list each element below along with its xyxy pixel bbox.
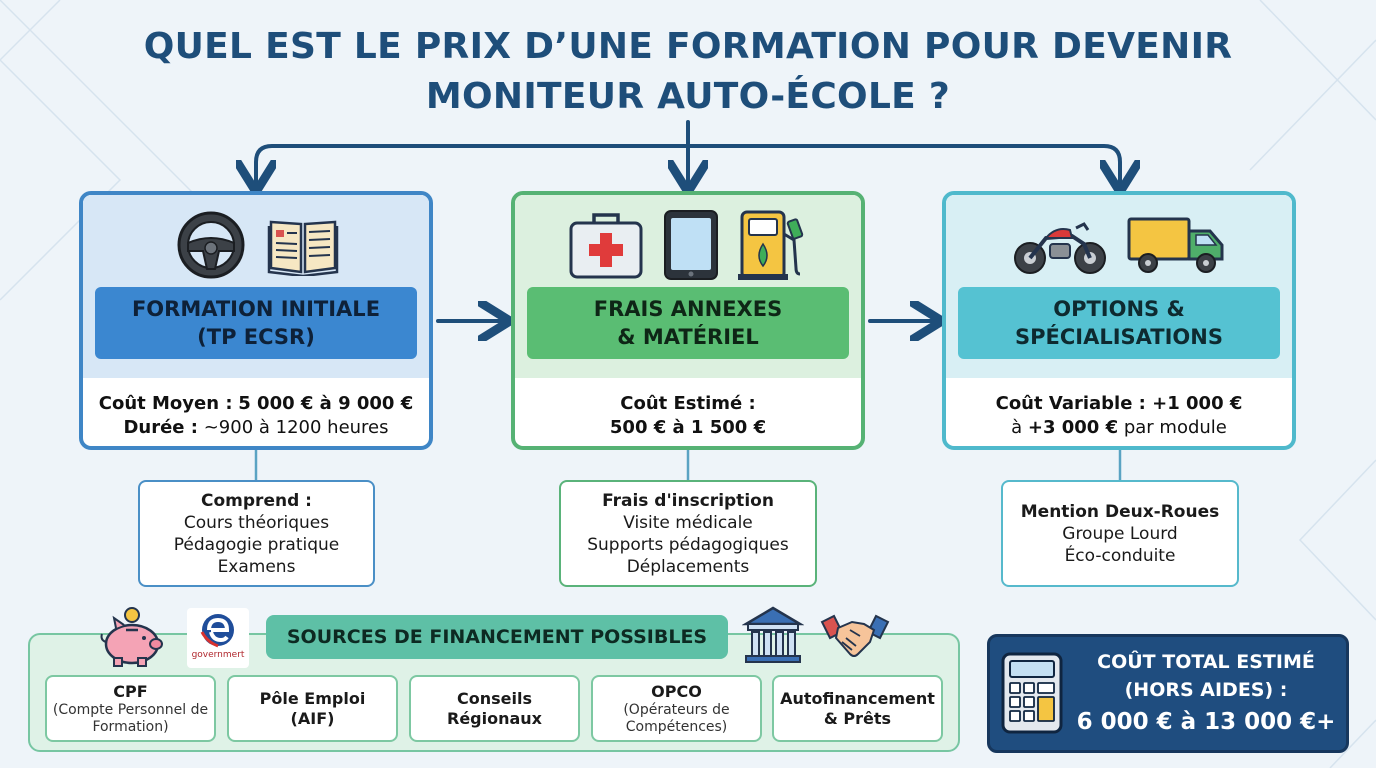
card-upper: OPTIONS & SPÉCIALISATIONS [946,195,1292,378]
detail-item: Supports pédagogiques [587,534,789,555]
card-header: FRAIS ANNEXES & MATÉRIEL [527,287,849,359]
duration-value: ~900 à 1200 heures [203,416,389,438]
card-icons [515,205,861,285]
detail-heading: Frais d'inscription [602,490,774,511]
funding-item-cpf: CPF (Compte Personnel de Formation) [45,675,216,742]
government-logo-mark [200,614,234,648]
truck-icon [1127,217,1224,273]
card-header-line-1: FRAIS ANNEXES [593,297,783,321]
detail-heading: Comprend : [201,490,312,511]
cost-line-1: Coût Variable : +1 000 € [995,392,1243,414]
detail-box-formation: Comprend : Cours théoriques Pédagogie pr… [138,480,375,587]
card-header: OPTIONS & SPÉCIALISATIONS [958,287,1280,359]
card-frais-annexes: FRAIS ANNEXES & MATÉRIEL Coût Estimé : 5… [511,191,865,450]
cost-value: 500 € à 1 500 € [609,416,767,438]
funding-item-conseils-regionaux: Conseils Régionaux [409,675,580,742]
card-upper: FORMATION INITIALE (TP ECSR) [83,195,429,378]
total-line-1: COÛT TOTAL ESTIMÉ [1097,651,1315,673]
card-formation-initiale: FORMATION INITIALE (TP ECSR) Coût Moyen … [79,191,433,450]
cost-line: Coût Moyen : 5 000 € à 9 000 € [99,392,414,416]
total-line-2: (HORS AIDES) : [1124,679,1288,701]
detail-item: Examens [217,556,296,577]
fuel-pump-icon [738,210,804,280]
card-icons [946,205,1292,285]
calculator-icon [1001,652,1063,734]
cost-label: Coût Moyen : [98,392,233,414]
government-logo [187,608,249,668]
duration-label: Durée : [123,416,198,438]
detail-box-frais: Frais d'inscription Visite médicale Supp… [559,480,817,587]
piggy-bank-icon [100,607,163,667]
detail-box-options: Mention Deux-Roues Groupe Lourd Éco-cond… [1001,480,1239,587]
detail-item: Visite médicale [623,512,753,533]
funding-item-opco: OPCO (Opérateurs de Compétences) [591,675,762,742]
title-line-1: QUEL EST LE PRIX D’UNE FORMATION POUR DE… [143,26,1233,67]
funding-item-autofinancement: Autofinancement & Prêts [772,675,943,742]
card-upper: FRAIS ANNEXES & MATÉRIEL [515,195,861,378]
first-aid-kit-icon [569,213,643,279]
steering-wheel-icon [177,211,245,279]
detail-item: Cours théoriques [183,512,330,533]
detail-item: Éco-conduite [1064,545,1176,566]
motorcycle-icon [1014,222,1106,274]
detail-item: Déplacements [626,556,750,577]
funding-item-label: OPCO [651,681,702,701]
funding-item-label: Conseils Régionaux [447,688,542,728]
detail-heading: Mention Deux-Roues [1020,501,1220,522]
arrow-top-right [686,144,1120,184]
funding-item-label: Pôle Emploi (AIF) [259,688,366,728]
cost-value: 5 000 € à 9 000 € [238,392,414,414]
card-header-line-2: (TP ECSR) [197,325,315,349]
tablet-icon [664,210,718,280]
funding-item-sub: (Opérateurs de Compétences) [623,701,730,735]
title-line-2: MONITEUR AUTO-ÉCOLE ? [425,76,951,117]
card-header-line-2: SPÉCIALISATIONS [1015,325,1223,349]
bank-building-icon [742,606,804,663]
detail-item: Groupe Lourd [1062,523,1178,544]
page-title: QUEL EST LE PRIX D’UNE FORMATION POUR DE… [60,22,1316,122]
funding-item-label: CPF [113,681,148,701]
duration-line: Durée : ~900 à 1200 heures [123,416,388,440]
card-icons [83,205,429,285]
cost-label: Coût Estimé : [620,392,756,414]
open-book-icon [267,220,339,276]
card-cost-info: Coût Variable : +1 000 € à +3 000 € par … [946,385,1292,446]
card-options-specialisations: OPTIONS & SPÉCIALISATIONS Coût Variable … [942,191,1296,450]
funding-item-sub: (Compte Personnel de Formation) [52,701,209,735]
card-header-line-1: OPTIONS & [1053,297,1185,321]
card-header-line-1: FORMATION INITIALE [131,297,381,321]
handshake-icon [820,614,890,657]
funding-item-pole-emploi: Pôle Emploi (AIF) [227,675,398,742]
cost-line-2-prefix: à [1011,416,1023,438]
card-cost-info: Coût Moyen : 5 000 € à 9 000 € Durée : ~… [83,385,429,446]
arrow-top-left [256,144,690,184]
total-cost-text: COÛT TOTAL ESTIMÉ (HORS AIDES) : 6 000 €… [1068,648,1344,738]
card-cost-info: Coût Estimé : 500 € à 1 500 € [515,385,861,446]
detail-item: Pédagogie pratique [173,534,340,555]
card-header: FORMATION INITIALE (TP ECSR) [95,287,417,359]
funding-title: SOURCES DE FINANCEMENT POSSIBLES [266,615,728,659]
card-header-line-2: & MATÉRIEL [617,325,759,349]
cost-line-2-suffix: par module [1123,416,1227,438]
cost-line-2: à +3 000 € par module [1011,416,1227,440]
government-logo-text: governmert [191,650,245,660]
total-amount: 6 000 € à 13 000 €+ [1076,709,1336,735]
funding-item-label: Autofinancement & Prêts [780,688,935,728]
cost-line-2-value: +3 000 € [1027,416,1119,438]
